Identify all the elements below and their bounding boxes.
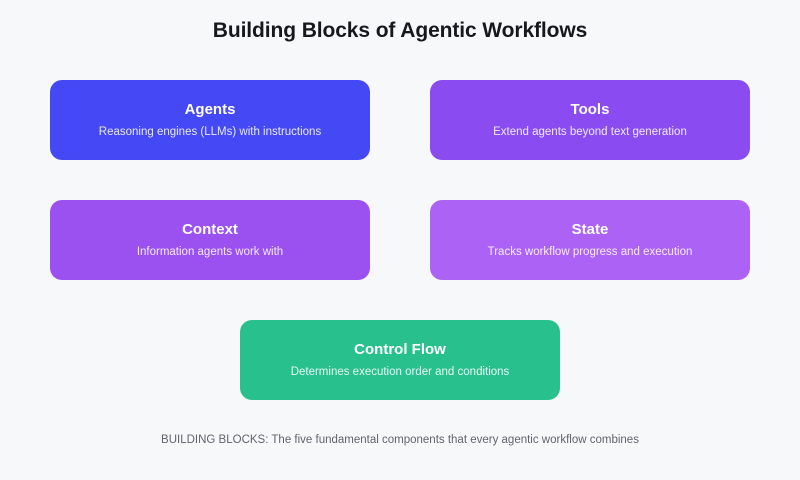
block-card-tools[interactable]: Tools Extend agents beyond text generati… [430, 80, 750, 160]
footer-caption: BUILDING BLOCKS: The five fundamental co… [161, 434, 639, 446]
blocks-row-3: Control Flow Determines execution order … [50, 320, 750, 400]
block-title-context: Context [182, 221, 238, 238]
block-description-agents: Reasoning engines (LLMs) with instructio… [98, 126, 322, 138]
page-title: Building Blocks of Agentic Workflows [212, 19, 588, 42]
block-card-state[interactable]: State Tracks workflow progress and execu… [430, 200, 750, 280]
block-description-tools: Extend agents beyond text generation [493, 126, 687, 138]
block-card-control-flow[interactable]: Control Flow Determines execution order … [240, 320, 560, 400]
block-title-agents: Agents [184, 101, 236, 118]
block-description-control-flow: Determines execution order and condition… [290, 366, 510, 378]
building-blocks-grid: Agents Reasoning engines (LLMs) with ins… [50, 80, 750, 440]
block-card-context[interactable]: Context Information agents work with [50, 200, 370, 280]
block-description-context: Information agents work with [136, 246, 284, 258]
block-card-agents[interactable]: Agents Reasoning engines (LLMs) with ins… [50, 80, 370, 160]
block-description-state: Tracks workflow progress and execution [487, 246, 693, 258]
block-title-control-flow: Control Flow [354, 341, 446, 358]
block-title-tools: Tools [570, 101, 610, 118]
blocks-row-1: Agents Reasoning engines (LLMs) with ins… [50, 80, 750, 160]
block-title-state: State [571, 221, 609, 238]
blocks-row-2: Context Information agents work with Sta… [50, 200, 750, 280]
